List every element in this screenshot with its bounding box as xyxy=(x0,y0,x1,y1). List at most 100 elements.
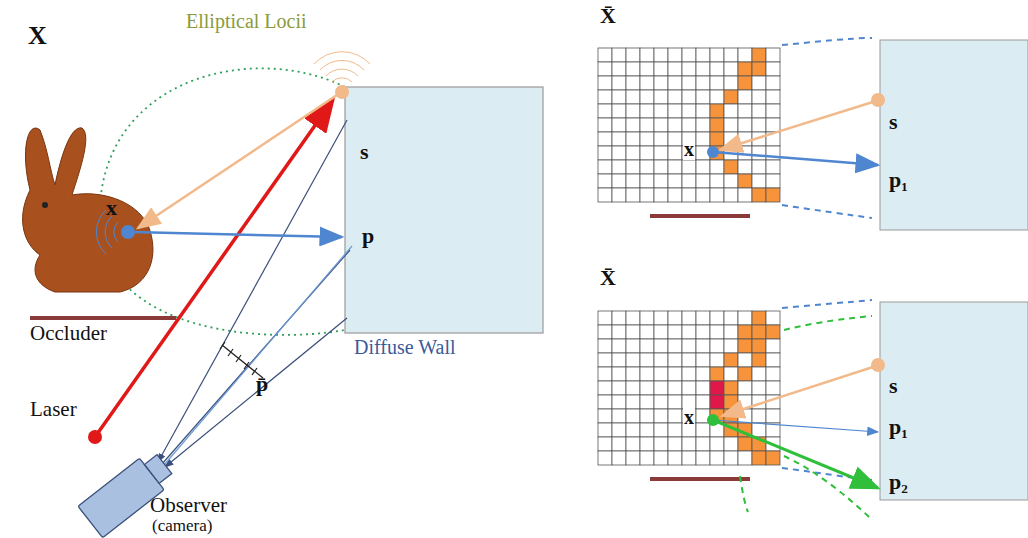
grid-cell xyxy=(766,174,780,188)
grid-cell xyxy=(682,62,696,76)
grid-cell xyxy=(682,174,696,188)
grid-cell xyxy=(682,353,696,367)
grid-cell xyxy=(752,311,766,325)
grid-cell xyxy=(654,174,668,188)
grid-cell xyxy=(612,90,626,104)
grid-cell xyxy=(738,90,752,104)
grid-cell xyxy=(738,381,752,395)
grid-cell xyxy=(668,381,682,395)
grid-cell xyxy=(626,104,640,118)
grid-cell xyxy=(710,353,724,367)
grid-cell xyxy=(654,90,668,104)
grid-cell xyxy=(668,409,682,423)
grid-cell xyxy=(766,409,780,423)
grid-cell xyxy=(598,395,612,409)
grid-cell xyxy=(626,174,640,188)
grid-cell xyxy=(668,339,682,353)
grid-cell xyxy=(654,395,668,409)
grid-cell xyxy=(654,146,668,160)
grid-cell xyxy=(724,174,738,188)
grid-cell xyxy=(612,146,626,160)
grid-cell xyxy=(766,339,780,353)
grid-cell xyxy=(738,437,752,451)
grid-cell xyxy=(724,188,738,202)
grid-cell xyxy=(626,381,640,395)
grid-cell xyxy=(738,174,752,188)
grid-cell xyxy=(626,437,640,451)
grid-cell xyxy=(682,104,696,118)
grid-cell xyxy=(766,48,780,62)
grid-cell xyxy=(612,188,626,202)
grid-cell xyxy=(612,437,626,451)
grid-cell xyxy=(696,381,710,395)
wall-label: Diffuse Wall xyxy=(354,336,456,358)
point-label: x xyxy=(683,406,695,428)
grid-cell xyxy=(626,188,640,202)
grid-cell xyxy=(626,118,640,132)
point-label: x xyxy=(683,138,695,160)
grid-cell xyxy=(724,48,738,62)
grid-cell xyxy=(724,451,738,465)
grid-cell xyxy=(696,339,710,353)
grid-cell xyxy=(738,104,752,118)
grid-cell xyxy=(710,395,724,409)
grid-cell xyxy=(640,381,654,395)
grid-cell xyxy=(626,451,640,465)
grid-cell xyxy=(696,62,710,76)
grid-cell xyxy=(612,325,626,339)
grid-cell xyxy=(710,188,724,202)
grid-cell xyxy=(598,76,612,90)
grid-cell xyxy=(766,90,780,104)
grid-cell xyxy=(598,132,612,146)
grid-cell xyxy=(766,188,780,202)
grid-cell xyxy=(612,174,626,188)
grid-cell xyxy=(654,132,668,146)
grid-cell xyxy=(668,188,682,202)
grid-cell xyxy=(626,409,640,423)
point-label: p₁ xyxy=(889,168,908,192)
grid-cell xyxy=(640,367,654,381)
grid-cell xyxy=(640,353,654,367)
symbol-x: X̄ xyxy=(600,266,616,290)
grid-cell xyxy=(766,353,780,367)
grid-cell xyxy=(626,132,640,146)
grid-cell xyxy=(668,76,682,90)
grid-cell xyxy=(710,160,724,174)
point-label: x xyxy=(106,196,117,220)
grid-cell xyxy=(668,311,682,325)
grid-cell xyxy=(654,339,668,353)
grid-cell xyxy=(710,339,724,353)
grid-cell xyxy=(766,104,780,118)
grid-cell xyxy=(682,367,696,381)
grid-cell xyxy=(738,188,752,202)
grid-cell xyxy=(724,104,738,118)
grid-cell xyxy=(710,325,724,339)
grid-cell xyxy=(696,104,710,118)
grid-cell xyxy=(640,174,654,188)
grid-cell xyxy=(626,48,640,62)
grid-cell xyxy=(612,381,626,395)
grid-cell xyxy=(626,339,640,353)
observer-label: Observer xyxy=(150,494,227,517)
grid-cell xyxy=(696,90,710,104)
grid-cell xyxy=(766,367,780,381)
grid-cell xyxy=(696,311,710,325)
grid-cell xyxy=(766,311,780,325)
point-label: p₁ xyxy=(889,415,908,439)
grid-cell xyxy=(752,381,766,395)
grid-cell xyxy=(668,132,682,146)
grid-cell xyxy=(612,104,626,118)
grid-cell xyxy=(668,90,682,104)
grid-cell xyxy=(766,62,780,76)
grid-cell xyxy=(654,311,668,325)
grid-cell xyxy=(668,104,682,118)
grid-cell xyxy=(640,188,654,202)
grid-cell xyxy=(738,160,752,174)
grid-cell xyxy=(612,48,626,62)
grid-cell xyxy=(654,423,668,437)
grid-cell xyxy=(654,409,668,423)
grid-cell xyxy=(598,146,612,160)
grid-cell xyxy=(654,367,668,381)
